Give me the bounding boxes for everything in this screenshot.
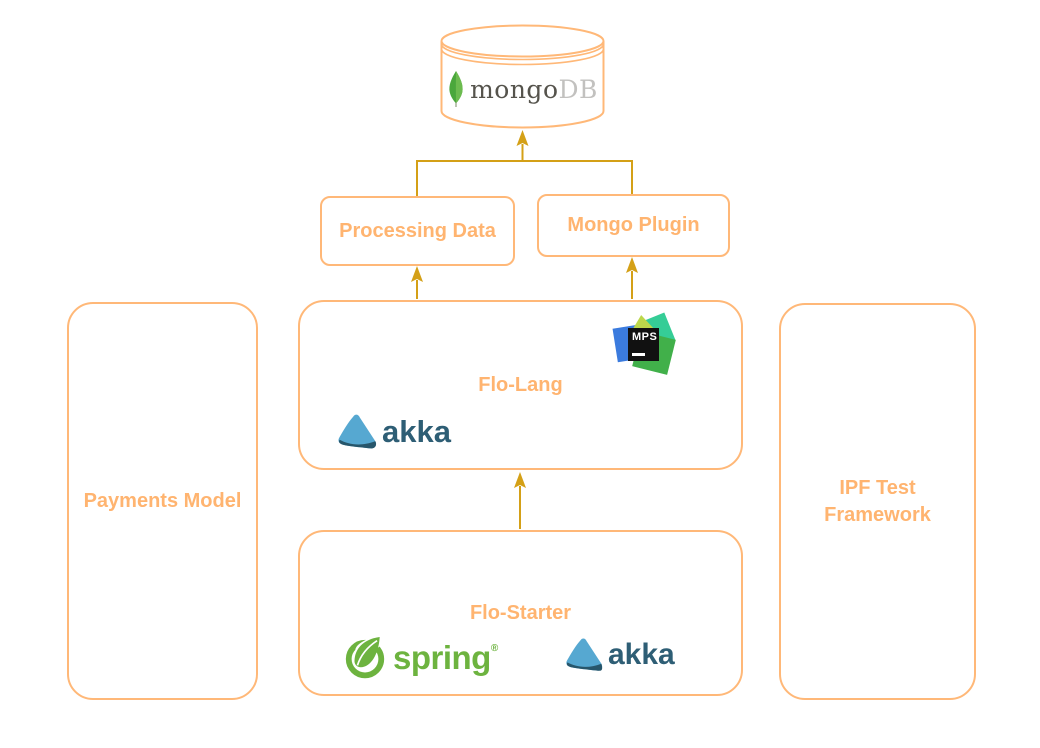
mps-icon: MPS xyxy=(612,312,676,375)
akka-logo-flo-starter: akka xyxy=(564,636,675,674)
node-flo-starter: Flo-Starter xyxy=(298,530,743,696)
spring-reg-mark: ® xyxy=(490,643,498,654)
akka-logo-flo-lang: akka xyxy=(336,412,451,452)
mongodb-database-cylinder xyxy=(440,24,605,129)
payments-model-label: Payments Model xyxy=(83,489,242,512)
flo-lang-label: Flo-Lang xyxy=(478,373,563,396)
edge-flo-starter-to-flo-lang xyxy=(514,472,526,529)
mps-dash xyxy=(632,353,645,356)
spring-wordmark: spring® xyxy=(393,639,498,677)
mongo-plugin-label: Mongo Plugin xyxy=(567,214,700,236)
mongodb-logo: mongoDB xyxy=(440,70,605,108)
node-ipf-test-framework: IPF Test Framework xyxy=(779,303,976,700)
spring-logo: spring® xyxy=(344,637,498,679)
akka-icon xyxy=(338,414,377,449)
akka-wordmark: akka xyxy=(608,638,675,671)
ipf-test-framework-label: IPF Test Framework xyxy=(824,476,931,526)
mongodb-wordmark: mongoDB xyxy=(470,75,598,104)
node-mongo-plugin: Mongo Plugin xyxy=(537,194,730,257)
arrowhead-mongo-plugin xyxy=(626,257,638,273)
arrowhead-processing-data xyxy=(411,266,423,282)
edge-flo-lang-to-mongo-plugin xyxy=(626,257,638,299)
edge-flo-lang-to-processing-data xyxy=(411,266,423,299)
arrowhead-to-mongodb xyxy=(516,130,529,146)
mongodb-leaf-icon xyxy=(449,71,463,107)
mps-black-square: MPS xyxy=(628,328,659,361)
spring-leaf-icon xyxy=(345,637,385,679)
mps-text: MPS xyxy=(632,331,658,343)
edge-to-mongodb xyxy=(416,130,633,196)
arrowhead-flo-lang xyxy=(514,472,526,488)
processing-data-label: Processing Data xyxy=(339,219,496,242)
flo-starter-label: Flo-Starter xyxy=(469,601,572,624)
spring-wordmark-text: spring xyxy=(393,639,491,676)
mongodb-wordmark-mongo: mongo xyxy=(470,74,559,104)
akka-icon xyxy=(566,638,603,671)
node-processing-data: Processing Data xyxy=(320,196,515,266)
mongodb-wordmark-db: DB xyxy=(558,74,598,104)
akka-wordmark: akka xyxy=(382,414,451,449)
node-payments-model: Payments Model xyxy=(67,302,258,700)
